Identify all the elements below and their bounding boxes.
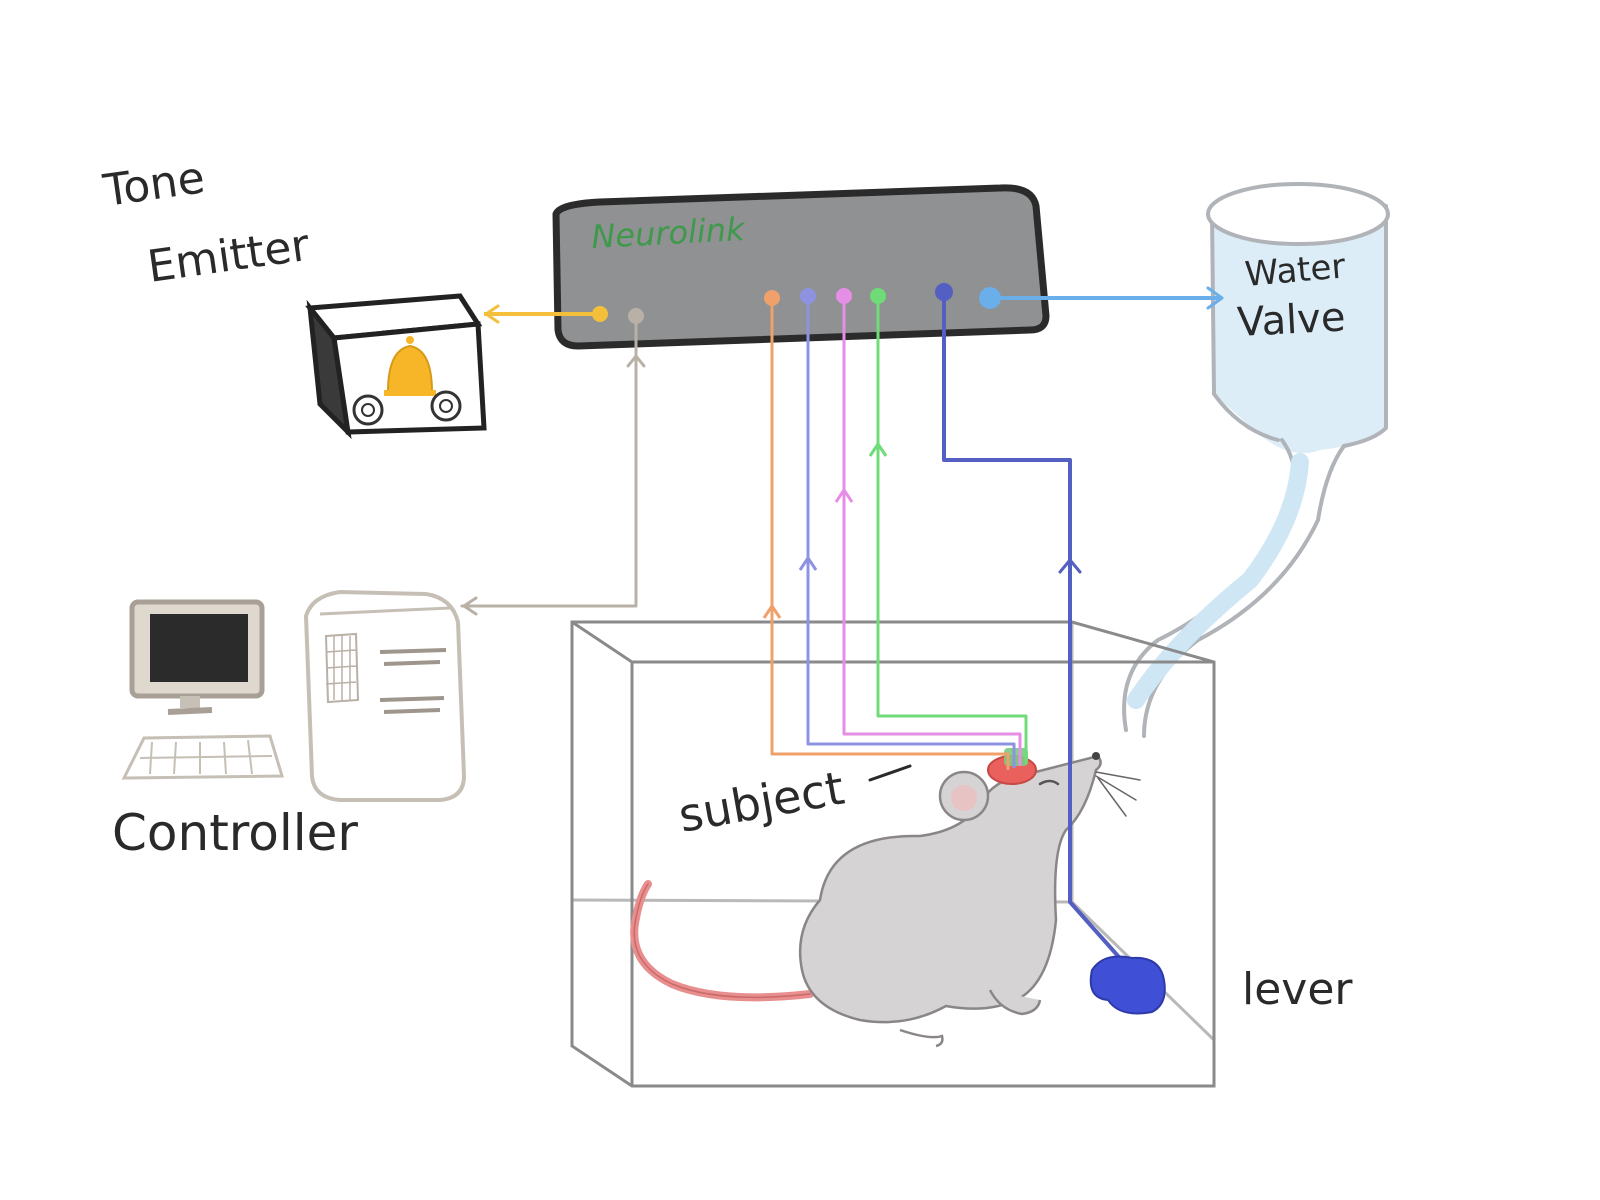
tone-emitter-label-line1: Tone — [99, 152, 207, 217]
speaker-box — [305, 293, 487, 440]
water-valve-label-line1: Water — [1243, 246, 1347, 295]
implant-wires — [762, 288, 1028, 770]
brain-implant — [987, 748, 1037, 785]
lever-label: lever — [1242, 964, 1353, 1015]
speaker-left-icon — [352, 394, 384, 426]
subject-label: subject — [675, 761, 849, 843]
water-valve: Water Valve — [1122, 182, 1390, 738]
wire-blue — [806, 296, 1016, 768]
neurolink-hub: Neurolink — [552, 184, 1050, 350]
controller-label: Controller — [112, 804, 358, 862]
tower-icon — [303, 589, 467, 802]
lever-signal-line — [935, 283, 1120, 958]
neurolink-label: Neurolink — [590, 210, 746, 256]
controller-computer: Controller — [112, 589, 467, 862]
wire-orange — [770, 298, 1010, 770]
wire-green — [876, 296, 1028, 764]
bell-icon — [384, 336, 436, 396]
rat-subject — [630, 748, 1141, 1048]
speaker-right-icon — [430, 390, 462, 422]
controller-signal-line — [460, 308, 646, 616]
tone-signal-line — [484, 304, 608, 324]
water-valve-label-line2: Valve — [1236, 294, 1346, 346]
tone-emitter: Tone Emitter — [99, 152, 487, 440]
lever: lever — [1089, 955, 1353, 1015]
water-signal-line — [979, 286, 1224, 310]
subject-label-group: subject — [675, 761, 912, 843]
tone-emitter-label-line2: Emitter — [144, 220, 313, 293]
wire-pink — [842, 296, 1022, 766]
keyboard-icon — [121, 734, 285, 780]
